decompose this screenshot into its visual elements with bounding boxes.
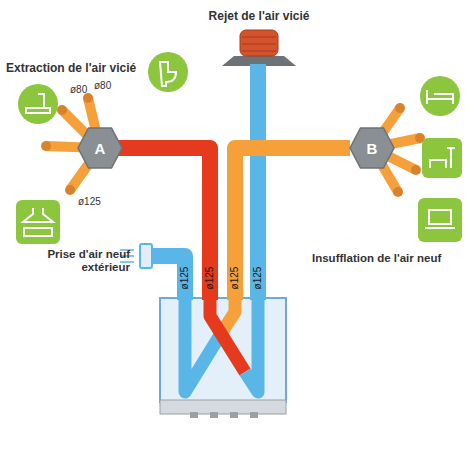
pipe-diameter: ø125 (229, 267, 241, 290)
duct-diameter: ø80 (70, 84, 87, 96)
stale-air-pipe (118, 148, 210, 300)
shower-icon (18, 84, 58, 124)
callout-label: Prise d'air neuf extérieur (30, 248, 130, 274)
pipe-diameter: ø125 (179, 267, 191, 290)
bed-icon (420, 76, 460, 116)
unit-port (230, 412, 238, 418)
wc-icon (148, 52, 188, 92)
duct-mouth (393, 187, 403, 197)
living-room-icon (422, 138, 462, 178)
unit-port (190, 412, 198, 418)
pipe-diameter: ø125 (204, 267, 216, 290)
exchanger-exhaust (245, 300, 258, 392)
plenum-box: B (349, 127, 395, 169)
duct-mouth (395, 103, 405, 113)
duct-mouth (65, 185, 75, 195)
pipe-diameter: ø125 (252, 267, 264, 290)
kitchen-hood-icon (16, 200, 60, 244)
supply-pipe (235, 148, 350, 300)
cap-rib (242, 44, 276, 45)
cap-rib (242, 37, 276, 38)
roof-cap (240, 30, 278, 56)
plenum-letter: A (95, 140, 106, 157)
duct-mouth (57, 105, 67, 115)
callout-label: Rejet de l'air vicié (209, 10, 310, 24)
exhaust-pipe (250, 64, 266, 300)
cap-rib (242, 51, 276, 52)
vmc-unit (160, 298, 286, 402)
plenum-letter: B (367, 140, 378, 157)
callout-label: Insufflation de l'air neuf (312, 252, 441, 265)
callout-label: Extraction de l'air vicié (6, 62, 136, 76)
air-inlet (140, 244, 152, 268)
duct-mouth (411, 165, 421, 175)
unit-port (250, 412, 258, 418)
exchanger-stale (210, 300, 245, 372)
duct-mouth (41, 141, 51, 151)
duct-diameter: ø125 (78, 196, 101, 208)
unit-port (210, 412, 218, 418)
duct-diameter: ø80 (94, 80, 111, 92)
unit-base (160, 400, 286, 414)
plenum-box: A (77, 127, 123, 169)
office-icon (418, 198, 462, 242)
